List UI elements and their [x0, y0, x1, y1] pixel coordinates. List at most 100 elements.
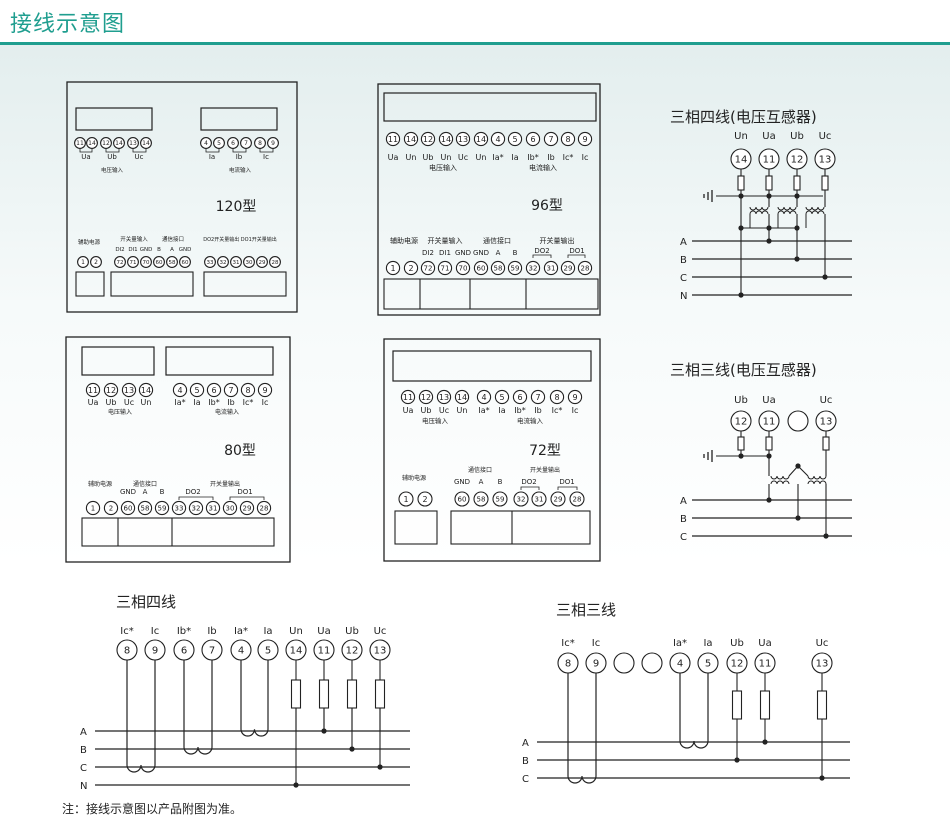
meter-96-bot-name: B — [513, 249, 518, 257]
meter-96-bot-name: DI1 — [439, 249, 451, 257]
meter-72-top-name: Ua — [403, 406, 414, 415]
pt4-terminal-number: 11 — [763, 155, 776, 166]
meter-72-top-terminal — [418, 389, 434, 405]
meter-120-curr-terminal-number: 5 — [217, 140, 221, 147]
pt3-terminal-number: 13 — [820, 417, 833, 428]
pt3-terminal-name: Ua — [762, 395, 775, 406]
meter-120-volt-terminal — [127, 137, 139, 149]
w3-empty-terminal — [641, 652, 663, 674]
pt4-pt-secondary — [805, 206, 825, 211]
meter-120-sw-terminal — [166, 256, 178, 268]
meter-96-top-terminal — [507, 131, 523, 147]
meter-80-curr-terminal — [189, 382, 205, 398]
meter-96-top-terminal — [543, 131, 559, 147]
meter-120-sw-terminal-number: 71 — [130, 260, 137, 266]
meter-96-top-terminal-number: 9 — [582, 135, 587, 144]
w3-ct-loop-c — [567, 673, 597, 784]
meter-72-curr-in-label: 电流输入 — [517, 416, 544, 425]
meter-72-top-terminal — [512, 389, 528, 405]
meter-80-curr-terminal — [240, 382, 256, 398]
meter-80-volt-in-label: 电压输入 — [108, 408, 132, 416]
meter-96-bot-terminal — [473, 260, 489, 276]
meter-96-comm-label: 通信接口 — [483, 236, 511, 245]
meter-72-display — [392, 350, 592, 382]
pt4-fuse — [821, 175, 829, 191]
meter-80-bot-terminal-number: 30 — [226, 505, 235, 513]
pt3-junction — [795, 463, 801, 469]
meter-96-top-terminal-number: 7 — [548, 135, 553, 144]
meter-72-bot-terminal — [550, 491, 566, 507]
w4-terminal-number: 8 — [124, 646, 130, 657]
meter-80-bot-terminal — [256, 500, 272, 516]
meter-80-volt-name: Ub — [106, 398, 117, 407]
pt4-fuse — [765, 175, 773, 191]
meter-80-curr-name: Ic — [262, 398, 269, 407]
w4-terminal-name: Ia* — [234, 626, 248, 637]
meter-96-top-name: Uc — [458, 153, 468, 162]
meter-72-do2-bracket — [520, 486, 540, 490]
meter-80-curr-terminal-number: 4 — [177, 386, 182, 395]
meter-120-volt-terminal-number: 14 — [115, 140, 123, 147]
meter-120-sw-name: GND — [140, 247, 153, 253]
meter-96-bot-terminal — [455, 260, 471, 276]
meter-80-model: 80型 — [224, 443, 256, 459]
meter-72-model: 72型 — [529, 443, 561, 459]
w3-terminal-name: Ic* — [561, 638, 574, 649]
meter-72-top-terminal — [494, 389, 510, 405]
w3-line-label: C — [522, 774, 529, 785]
meter-96-top-terminal-number: 6 — [530, 135, 535, 144]
w4-junction — [377, 764, 383, 770]
meter-96-bot-terminal — [560, 260, 576, 276]
meter-96-bot-terminal — [525, 260, 541, 276]
meter-120-aux-label: 辅助电源 — [78, 238, 101, 246]
meter-72-do1-bracket — [557, 486, 578, 490]
meter-72-aux-block — [394, 510, 438, 545]
w3-terminal-name: Uc — [816, 638, 829, 649]
meter-120-volt-terminal — [86, 137, 98, 149]
pt4-pt-primary — [749, 210, 769, 215]
meter-80-bot-terminal-number: 59 — [158, 505, 167, 513]
meter-72-top-terminal-number: 5 — [499, 393, 504, 402]
meter-80-curr-terminal — [257, 382, 273, 398]
pt3-terminal-number: 11 — [763, 417, 776, 428]
w4-terminal-name: Un — [289, 626, 303, 637]
header-divider — [0, 42, 950, 45]
meter-120-do-terminal — [256, 256, 268, 268]
meter-96-bot-terminal-number: 60 — [477, 265, 486, 273]
meter-120-curr-terminal — [200, 137, 212, 149]
meter-120-volt-name: Ua — [81, 153, 90, 161]
w4-terminal-name: Ib* — [177, 626, 191, 637]
meter-120-panel — [66, 81, 298, 313]
meter-80-sw-out-label: 开关量输出 — [210, 480, 240, 488]
meter-120-curr-terminal — [267, 137, 279, 149]
meter-120-volt-terminal — [100, 137, 112, 149]
meter-96-top-name: Un — [406, 153, 417, 162]
meter-80-curr-terminal-number: 5 — [194, 386, 199, 395]
meter-80-curr-name: Ia* — [174, 398, 185, 407]
w4-terminal-number: 13 — [374, 646, 387, 657]
meter-96-aux-label: 辅助电源 — [390, 236, 418, 245]
meter-80-volt-terminal-number: 14 — [141, 386, 151, 395]
meter-96-top-name: Ib* — [527, 153, 538, 162]
w4-line-label: A — [80, 727, 87, 738]
meter-80-curr-in-label: 电流输入 — [215, 408, 239, 416]
w3-fuse — [816, 690, 828, 720]
meter-96-top-terminal — [525, 131, 541, 147]
meter-72-top-terminal — [400, 389, 416, 405]
w3-junction — [819, 775, 825, 781]
meter-120-curr-bracket — [259, 149, 274, 153]
meter-80-bot-terminal — [154, 500, 170, 516]
pt4-fuse — [793, 175, 801, 191]
pt3-title: 三相三线(电压互感器) — [670, 361, 817, 379]
meter-80-do1-label: DO1 — [237, 488, 252, 496]
meter-120-sw-in-label: 开关量输入 — [120, 235, 148, 243]
meter-96-top-terminal — [438, 131, 454, 147]
w3-terminal-number: 11 — [759, 659, 772, 670]
meter-120-sw-terminal-number: 70 — [143, 260, 150, 266]
meter-96-top-terminal-number: 5 — [512, 135, 517, 144]
pt4-title: 三相四线(电压互感器) — [670, 108, 817, 126]
w3-ct-loop-a — [679, 673, 709, 749]
meter-120-sw-terminal — [153, 256, 165, 268]
meter-96-do1-bracket — [567, 254, 586, 258]
meter-120-do-block — [203, 271, 287, 297]
